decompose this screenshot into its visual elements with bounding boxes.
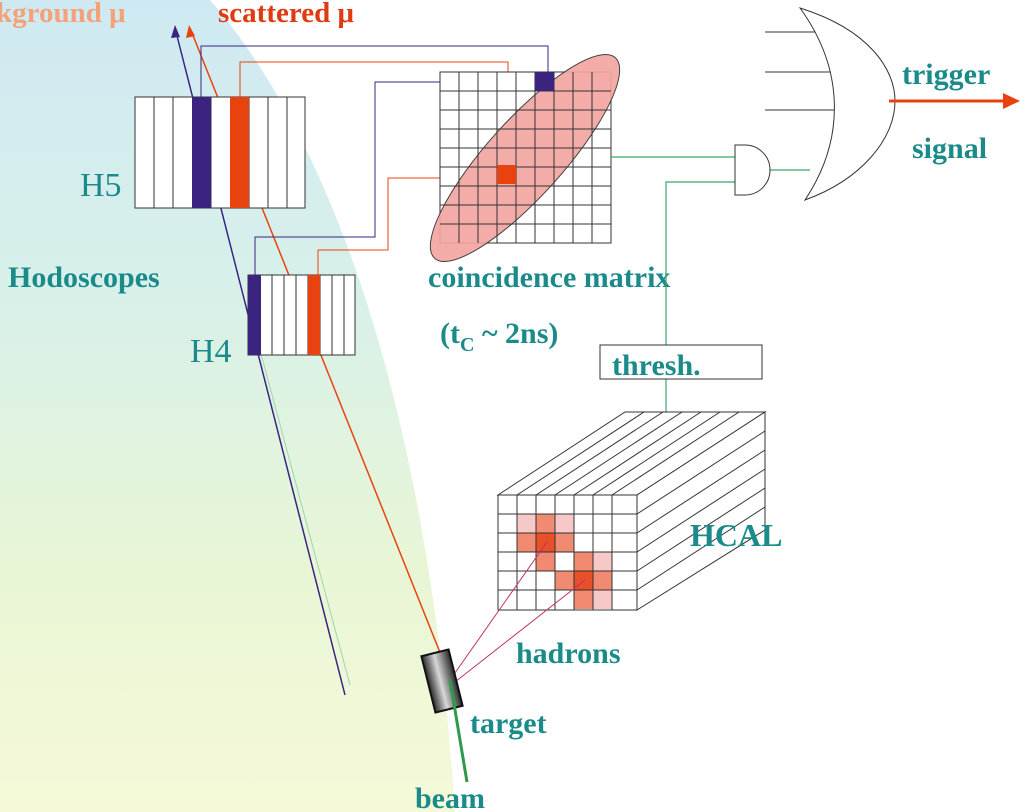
background-mu-label: kground μ — [0, 0, 126, 29]
hcal-calorimeter — [496, 411, 767, 611]
coincidence-matrix — [429, 54, 621, 262]
beam-label: beam — [415, 782, 485, 812]
threshold-label: thresh. — [612, 349, 701, 382]
arrow-icon — [1003, 93, 1020, 109]
arrow-icon — [171, 25, 180, 38]
beam-line — [448, 679, 469, 783]
and-gate-icon — [734, 144, 771, 196]
signal-label: signal — [912, 132, 987, 165]
or-gate-icon — [798, 7, 896, 201]
background-gradient — [0, 0, 455, 812]
target-label: target — [470, 707, 547, 740]
arrow-icon — [186, 25, 195, 38]
hodoscope-h5 — [134, 96, 306, 209]
trigger-label: trigger — [902, 58, 990, 91]
hodoscopes-label: Hodoscopes — [8, 261, 160, 294]
faint-track — [259, 349, 351, 686]
hodoscope-wires — [200, 45, 549, 275]
scattered-mu-label: scattered μ — [218, 0, 354, 29]
threshold-box — [599, 344, 763, 380]
coincidence-matrix-label: coincidence matrix — [428, 261, 670, 294]
hcal-label: HCAL — [690, 517, 782, 553]
hodoscope-h4 — [247, 274, 356, 356]
h5-label: H5 — [80, 167, 122, 204]
hadrons-label: hadrons — [516, 637, 621, 670]
hadron-tracks — [449, 541, 586, 683]
time-window-label: (tC ~ 2ns) — [440, 317, 558, 356]
h4-label: H4 — [190, 333, 232, 370]
